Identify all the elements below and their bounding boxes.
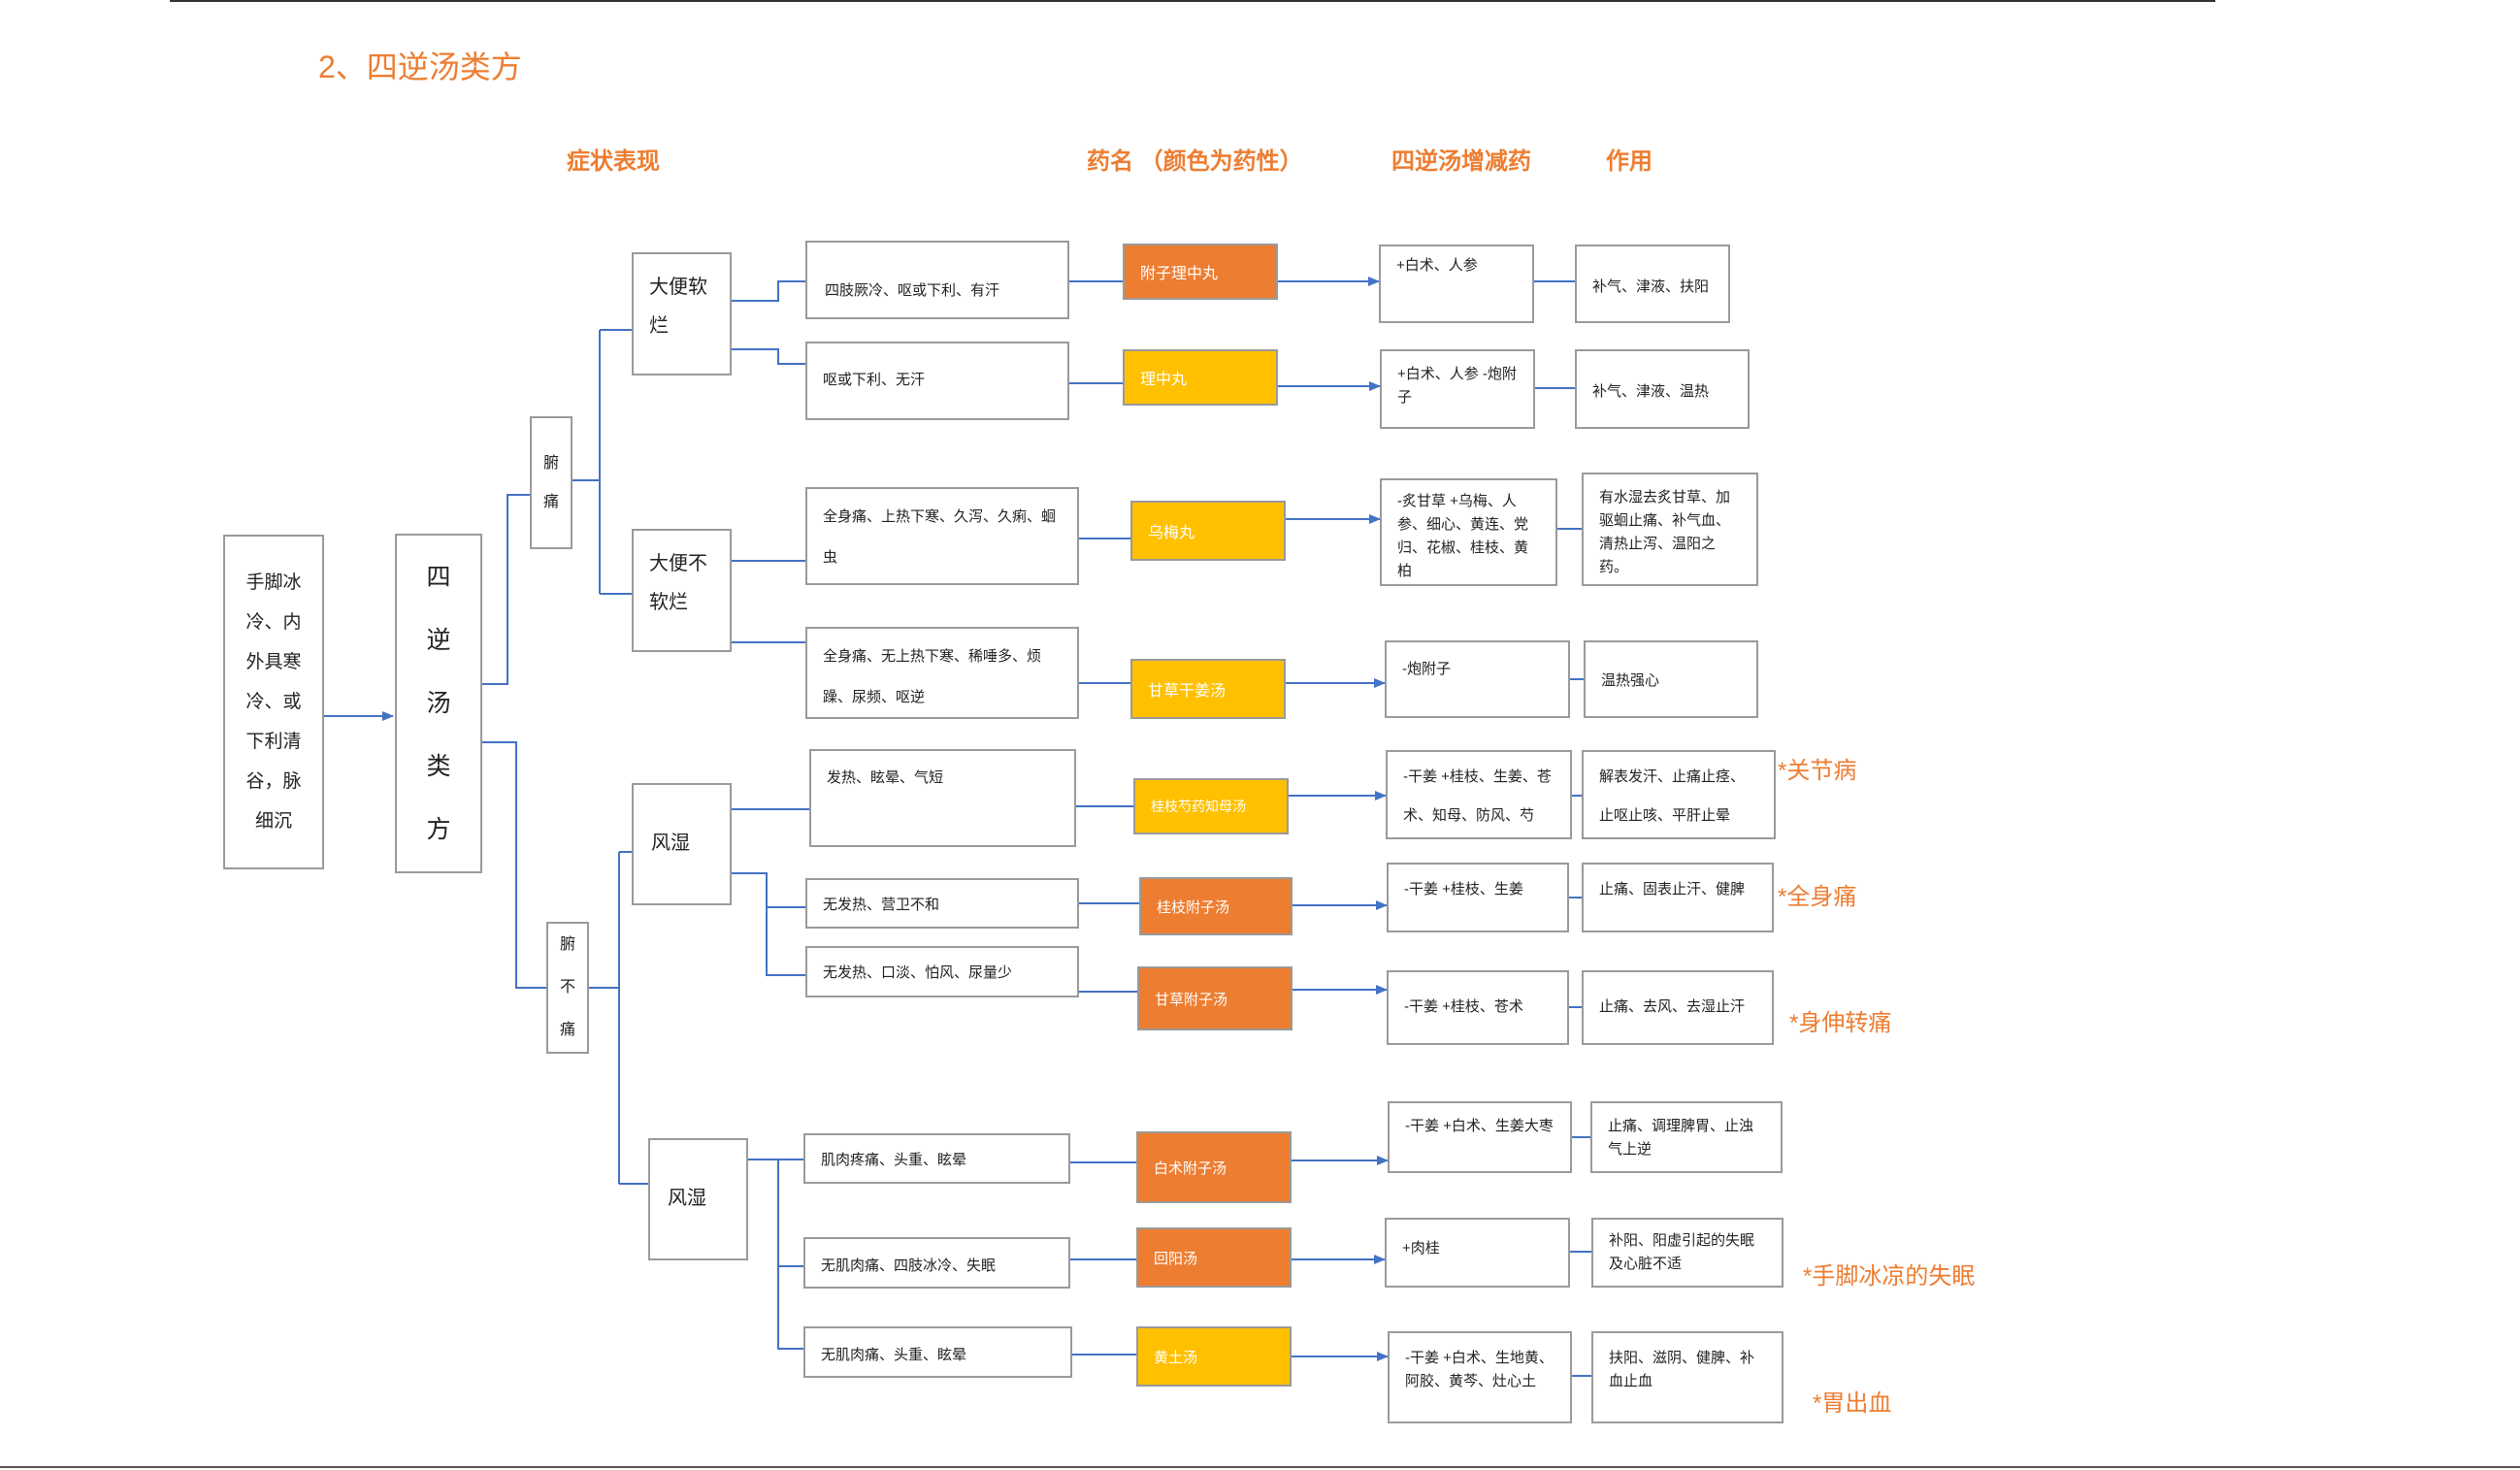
header-medicine: 药名 （颜色为药性） [1087,148,1303,175]
symptom-box: 全身痛、无上热下寒、稀唾多、烦躁、尿频、呕逆 [805,627,1079,719]
effect-box: 补阳、阳虚引起的失眠及心脏不适 [1591,1218,1784,1288]
root-symptom-text: 手脚冰冷、内外具寒冷、或下利清谷，脉细沉 [245,572,302,832]
modification-box: -干姜 +桂枝、生姜 [1387,863,1569,932]
effect-box: 解表发汗、止痛止痉、止呕止咳、平肝止晕 [1582,750,1776,839]
effect-box: 扶阳、滋阴、健脾、补血止血 [1591,1331,1784,1423]
medicine-box: 桂枝附子汤 [1139,877,1293,935]
connector-line [777,1160,803,1350]
medicine-box: 黄土汤 [1136,1326,1292,1387]
row-note: *胃出血 [1813,1390,1892,1417]
bottom-rule [0,1466,2520,1468]
effect-box: 止痛、去风、去湿止汗 [1582,970,1774,1045]
modification-box: +白术、人参 [1379,245,1534,323]
top-rule [170,0,2215,2]
connector-line [732,872,805,908]
group-abdominal-pain: 腑痛 [530,416,573,549]
symptom-box: 肌肉疼痛、头重、眩晕 [803,1133,1070,1184]
group-no-abdominal-pain: 腑不痛 [546,922,589,1054]
row-note: *全身痛 [1778,884,1857,910]
symptom-box: 无发热、口淡、怕风、尿量少 [805,946,1079,997]
row-note: *关节病 [1778,758,1857,784]
group-wind-damp-1: 风湿 [632,783,732,905]
symptom-box: 发热、眩晕、气短 [809,749,1076,847]
connector-line [732,280,805,302]
connector-line [732,348,805,365]
medicine-box: 回阳汤 [1136,1227,1292,1288]
symptom-box: 呕或下利、无汗 [805,342,1069,420]
group-not-loose-stool: 大便不软烂 [632,529,732,652]
effect-box: 温热强心 [1584,640,1758,718]
modification-box: -干姜 +桂枝、生姜、苍术、知母、防风、芍 [1386,750,1572,839]
medicine-box: 桂枝芍药知母汤 [1133,778,1289,834]
medicine-box: 理中丸 [1123,349,1278,406]
header-modification: 四逆汤增减药 [1391,148,1531,175]
modification-box: -干姜 +桂枝、苍术 [1387,970,1569,1045]
connector-line [482,741,546,989]
medicine-box: 甘草干姜汤 [1130,659,1286,719]
header-effect: 作用 [1606,148,1653,175]
row-note: *手脚冰凉的失眠 [1803,1263,1976,1290]
group-wind-damp-2: 风湿 [648,1138,748,1260]
group-loose-stool: 大便软烂 [632,252,732,376]
medicine-box: 附子理中丸 [1123,244,1278,300]
connector-line [482,494,530,685]
root-symptom-box: 手脚冰冷、内外具寒冷、或下利清谷，脉细沉 [223,535,324,869]
formula-family-text: 四逆汤类方 [426,563,451,843]
medicine-box: 乌梅丸 [1130,501,1286,561]
symptom-box: 无肌肉痛、四肢冰冷、失眠 [803,1237,1070,1289]
modification-box: -干姜 +白术、生地黄、阿胶、黄芩、灶心土 [1388,1331,1572,1423]
modification-box: -炮附子 [1385,640,1570,718]
modification-box: -炙甘草 +乌梅、人参、细心、黄连、党归、花椒、桂枝、黄柏 [1380,478,1557,586]
effect-box: 止痛、调理脾胃、止浊气上逆 [1590,1101,1783,1173]
modification-box: -干姜 +白术、生姜大枣 [1388,1101,1572,1173]
effect-box: 有水湿去炙甘草、加驱蛔止痛、补气血、清热止泻、温阳之药。 [1582,473,1758,586]
formula-family-box: 四逆汤类方 [395,534,482,873]
connector-line [766,907,805,976]
effect-box: 补气、津液、温热 [1575,349,1750,429]
effect-box: 补气、津液、扶阳 [1575,245,1730,323]
symptom-box: 无肌肉痛、头重、眩晕 [803,1326,1072,1378]
modification-box: +肉桂 [1385,1218,1570,1288]
row-note: *身伸转痛 [1789,1010,1892,1036]
section-title: 2、四逆汤类方 [318,49,522,84]
header-symptoms: 症状表现 [567,148,660,175]
effect-box: 止痛、固表止汗、健脾 [1582,863,1774,932]
medicine-box: 白术附子汤 [1136,1131,1292,1203]
modification-box: +白术、人参 -炮附子 [1380,349,1535,429]
medicine-box: 甘草附子汤 [1137,966,1293,1030]
symptom-box: 无发热、营卫不和 [805,878,1079,929]
symptom-box: 四肢厥冷、呕或下利、有汗 [805,241,1069,319]
symptom-box: 全身痛、上热下寒、久泻、久痢、蛔虫 [805,487,1079,585]
